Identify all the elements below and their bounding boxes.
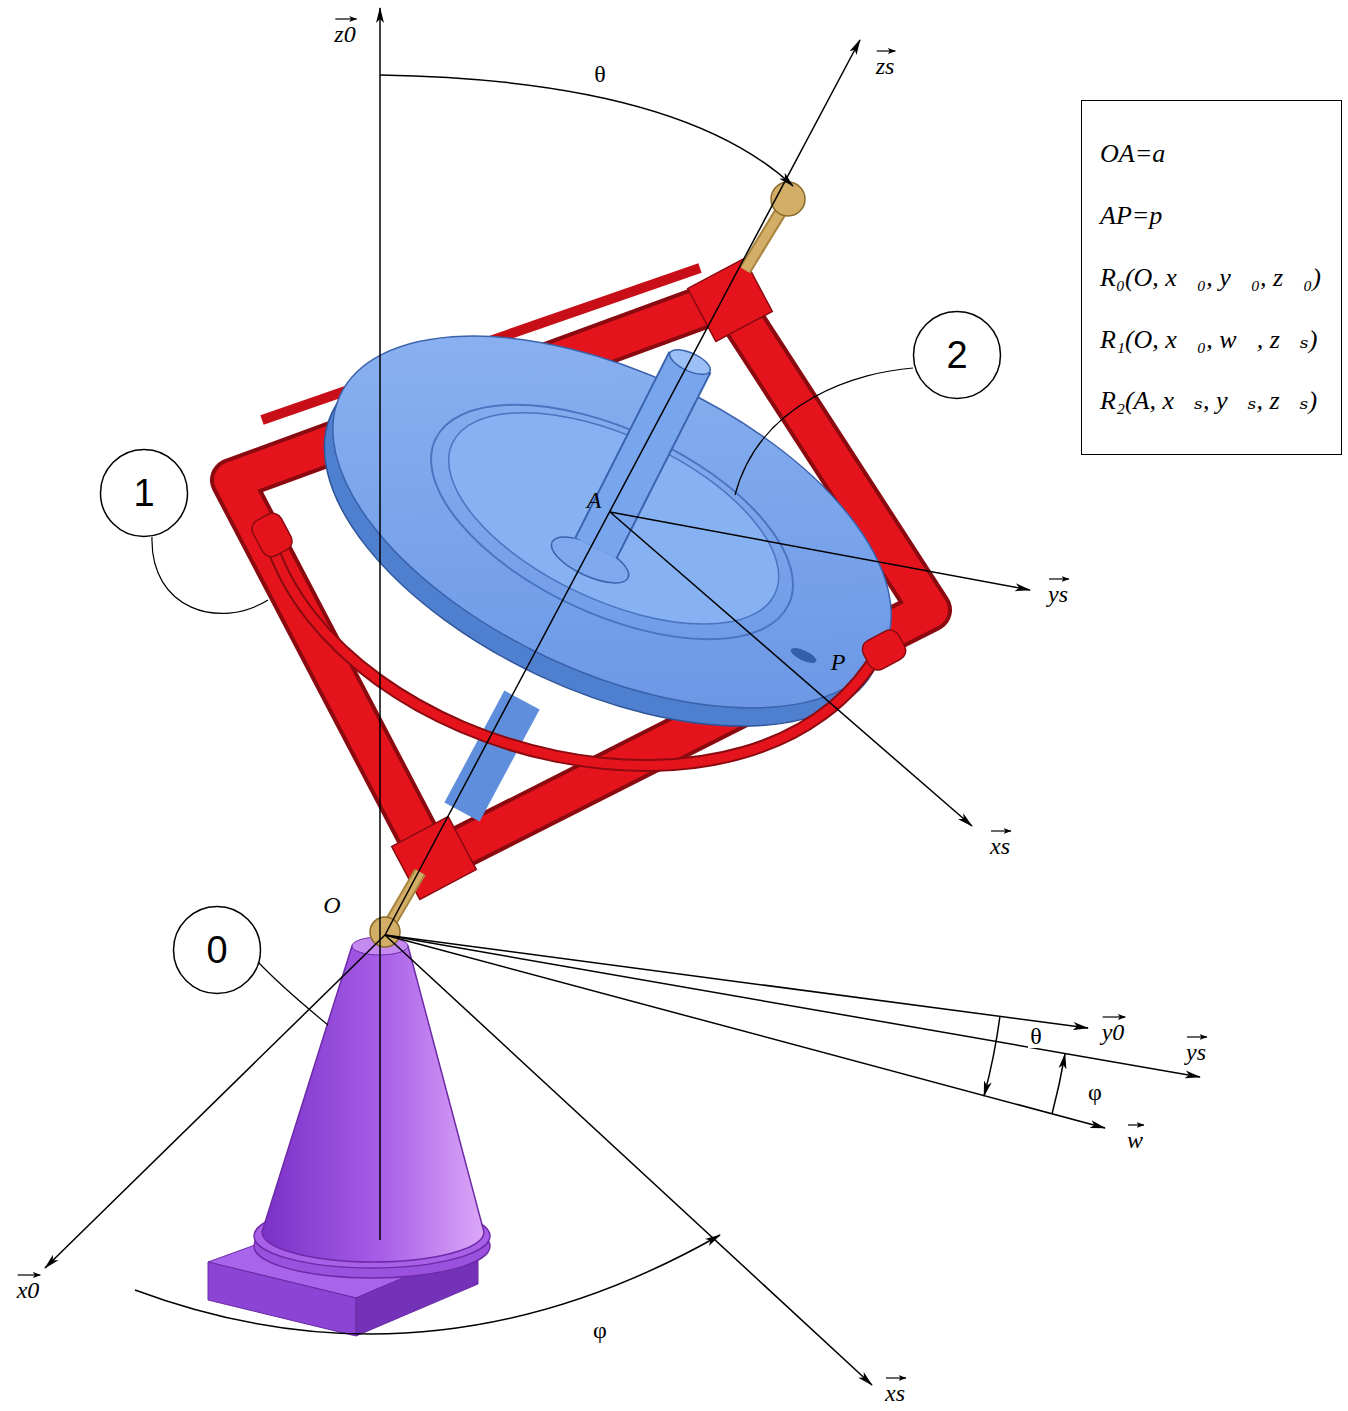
axis-label: z0 xyxy=(334,22,355,46)
vector-arrow xyxy=(335,18,356,19)
pivot-pins xyxy=(745,208,783,270)
axis-label: ys xyxy=(1048,582,1068,606)
callout-number: 0 xyxy=(172,905,262,995)
gimbal-ring xyxy=(270,540,880,766)
axis-label: xs xyxy=(885,1381,905,1405)
rotor-disc xyxy=(268,259,947,812)
leader-lines xyxy=(152,368,913,1025)
angle-arcs xyxy=(135,75,1065,1334)
frame-definition: R₂(A, x⃗ₛ, y⃗ₛ, z⃗ₛ) xyxy=(1100,385,1317,416)
leader-lines xyxy=(258,962,328,1025)
callout-number: 0 xyxy=(206,931,227,969)
leader-lines xyxy=(152,537,268,613)
base-cone xyxy=(208,937,490,1336)
vector-arrow xyxy=(1187,1036,1207,1037)
angle-arcs xyxy=(135,1235,720,1334)
gimbal-ring xyxy=(859,626,909,673)
rotor-disc xyxy=(596,362,690,548)
axis-label: w xyxy=(1127,1128,1143,1152)
rotor-disc xyxy=(396,356,827,688)
axes xyxy=(610,512,1030,590)
callout-circle xyxy=(101,450,188,537)
vector-arrows xyxy=(18,19,1207,1378)
axes xyxy=(385,935,1200,1077)
axis-label: ys xyxy=(1186,1040,1206,1064)
rotor-disc xyxy=(268,259,947,803)
pivot-pins xyxy=(745,208,783,270)
axis-label: xs xyxy=(990,834,1010,858)
angle-label: θ xyxy=(594,62,606,86)
angle-arcs xyxy=(380,75,793,186)
vector-arrow xyxy=(18,1274,41,1275)
rotor-shaft xyxy=(462,700,522,812)
axis-label: y0 xyxy=(1102,1020,1125,1044)
frame-definition: R₀(O, x⃗₀, y⃗₀, z⃗₀) xyxy=(1100,262,1321,293)
point-label: O xyxy=(323,893,340,917)
frame-definition: R₁(O, x⃗₀, w⃗, z⃗ₛ) xyxy=(1100,324,1317,355)
angle-label: θ xyxy=(1028,1024,1044,1048)
point-label: P xyxy=(831,650,846,674)
vector-arrow xyxy=(877,50,896,51)
callout-number: 2 xyxy=(912,310,1002,400)
axis-label: zs xyxy=(876,54,895,78)
rotor-disc xyxy=(789,645,819,666)
reference-frame-box: OA=aAP=pR₀(O, x⃗₀, y⃗₀, z⃗₀) R₁(O, x⃗₀, w… xyxy=(1081,100,1342,455)
angle-label: φ xyxy=(593,1318,607,1342)
vector-arrow xyxy=(886,1377,906,1378)
vector-arrow xyxy=(1128,1124,1144,1125)
angle-arcs xyxy=(1052,1054,1065,1114)
vector-arrow xyxy=(1049,578,1069,579)
angle-label: φ xyxy=(1088,1080,1102,1104)
gimbal-ring xyxy=(270,540,880,766)
pivot-pins xyxy=(370,182,805,947)
base-cone xyxy=(262,946,484,1262)
rotor-disc xyxy=(596,362,690,548)
axes xyxy=(385,40,860,935)
rotor-disc xyxy=(277,259,948,784)
axes xyxy=(610,512,972,826)
callout-number: 2 xyxy=(946,336,967,374)
vector-arrow xyxy=(1103,1016,1126,1017)
leader-lines xyxy=(735,368,913,495)
axes xyxy=(385,935,1105,1128)
rotor-disc xyxy=(666,345,713,380)
gimbal-blocks xyxy=(392,258,773,899)
callout-number: 1 xyxy=(133,474,154,512)
vector-arrow xyxy=(991,830,1011,831)
axes xyxy=(385,935,1088,1028)
gimbal-blocks xyxy=(688,258,773,341)
angle-arcs xyxy=(984,1016,1000,1096)
axes xyxy=(385,935,872,1385)
axes xyxy=(379,8,381,1240)
point-label: A xyxy=(587,488,602,512)
callout-circle xyxy=(174,907,261,994)
axis-label: x0 xyxy=(17,1278,40,1302)
gimbal-ring xyxy=(248,510,909,766)
pivot-pins xyxy=(370,917,400,947)
gimbal-ring xyxy=(248,510,295,560)
frame-definition: AP=p xyxy=(1100,200,1162,231)
frame-definition: OA=a xyxy=(1100,138,1165,169)
axes xyxy=(45,8,1200,1385)
callout-circle xyxy=(914,312,1001,399)
callout-number: 1 xyxy=(99,448,189,538)
